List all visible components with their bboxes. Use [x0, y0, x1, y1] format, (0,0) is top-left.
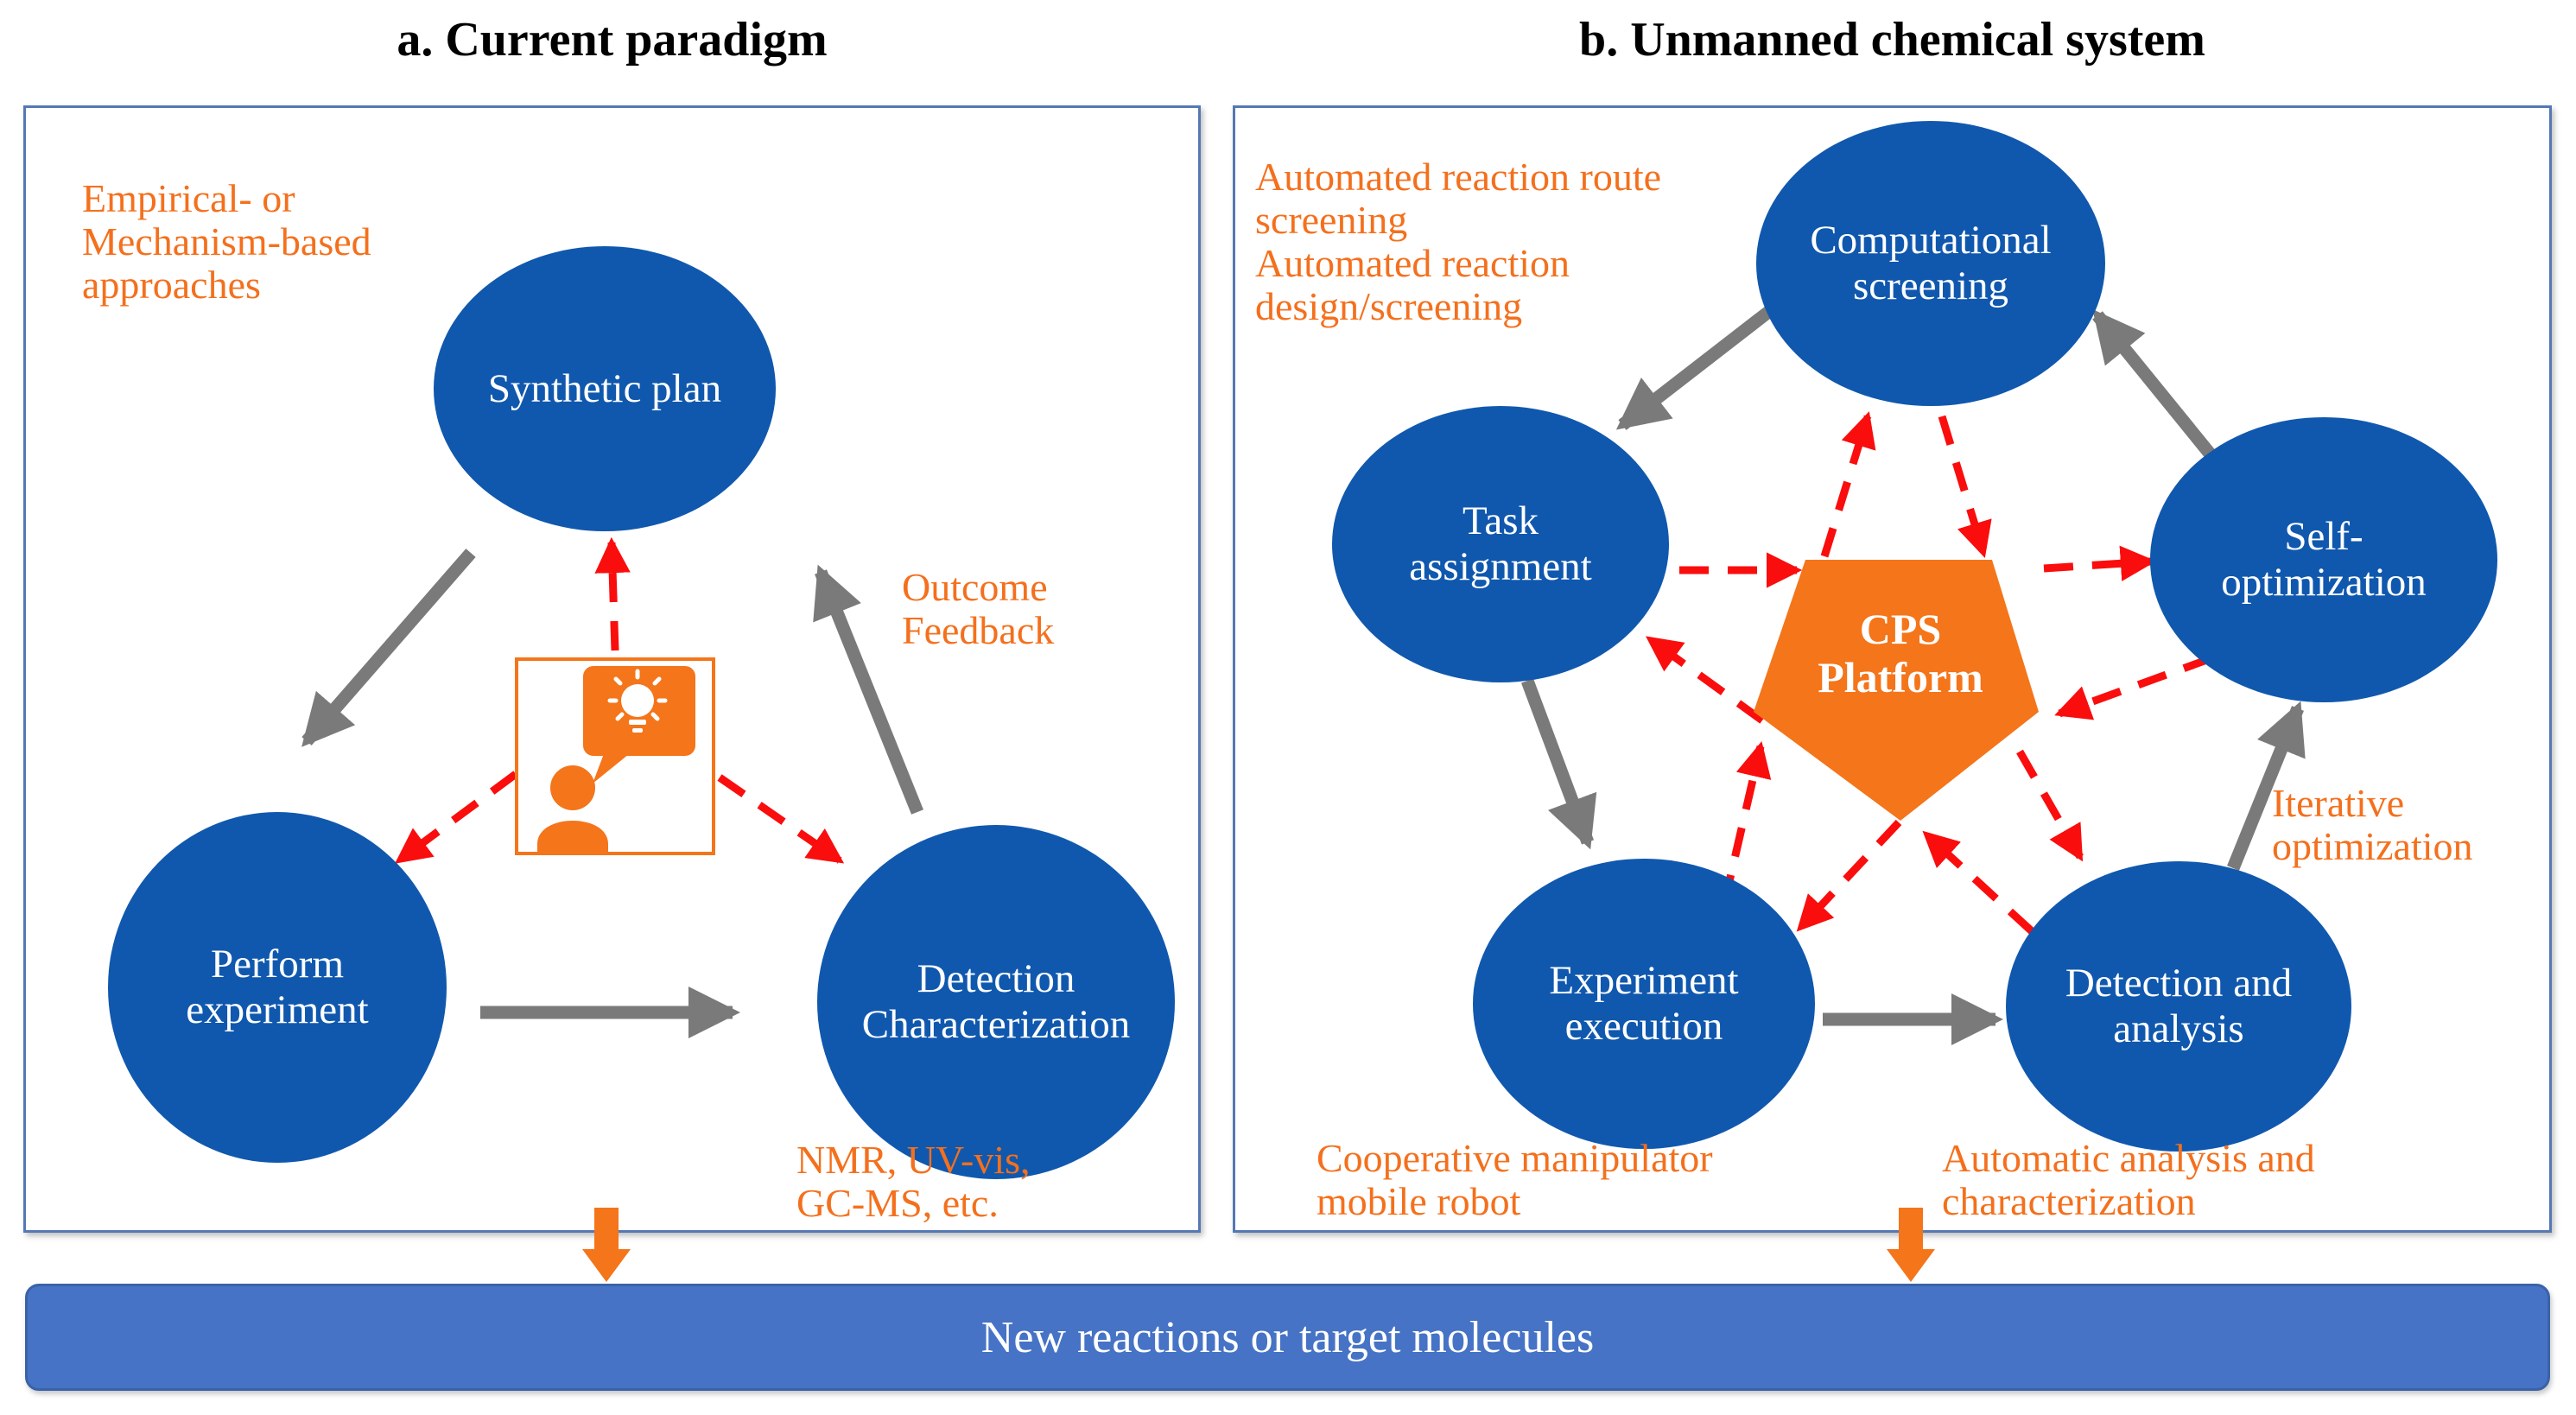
annotation-approaches-line-2: Mechanism-based	[82, 219, 371, 264]
dashed-arrow-detection-analysis-to-cps	[1922, 830, 2035, 935]
node-experiment-execution-label-2: execution	[1564, 1004, 1723, 1049]
annotation-iterative-line-1: Iterative	[2272, 781, 2405, 825]
panel-b-down-arrow-icon	[1887, 1208, 1935, 1282]
node-detection-characterization-label-1: Detection	[917, 956, 1075, 1002]
panel-b-title: b. Unmanned chemical system	[1579, 13, 2205, 67]
annotation-approaches: Empirical- or Mechanism-based approaches	[82, 176, 371, 308]
annotation-outcome-line-2: Feedback	[902, 608, 1055, 653]
arrow-synthetic-to-perform	[301, 549, 476, 747]
arrow-detection-analysis-to-self-optimization	[2227, 701, 2306, 871]
dashed-arrow-cps-to-experiment	[1796, 819, 1902, 932]
dashed-arrow-human-to-perform-experiment	[395, 771, 518, 864]
annotation-iterative-optimization: Iterative optimization	[2272, 781, 2473, 869]
dashed-arrow-self-optimization-to-cps	[2054, 654, 2213, 720]
node-detection-analysis: Detection and analysis	[2006, 861, 2351, 1152]
node-self-optimization: Self- optimization	[2150, 417, 2497, 702]
human-idea-icon-art	[537, 666, 695, 852]
node-synthetic-plan: Synthetic plan	[434, 246, 776, 531]
node-perform-experiment-label-2: experiment	[186, 987, 369, 1032]
node-self-optimization-label-1: Self-	[2284, 514, 2363, 560]
footer-bar: New reactions or target molecules	[25, 1284, 2550, 1391]
dashed-arrow-cps-to-self-optimization	[2043, 545, 2157, 581]
annotation-automatic-line-1: Automatic analysis and	[1942, 1136, 2315, 1180]
annotation-instruments-line-1: NMR, UV-vis,	[796, 1138, 1031, 1182]
annotation-automated-line-3: Automated reaction	[1255, 241, 1570, 286]
cps-platform-label-1: CPS	[1859, 605, 1942, 653]
node-perform-experiment-label-1: Perform	[210, 942, 344, 987]
node-detection-characterization: Detection Characterization	[817, 825, 1175, 1179]
annotation-cooperative-robot: Cooperative manipulator mobile robot	[1317, 1136, 1713, 1224]
node-self-optimization-label-2: optimization	[2221, 560, 2427, 605]
node-perform-experiment: Perform experiment	[108, 812, 447, 1163]
annotation-cooperative-line-1: Cooperative manipulator	[1317, 1136, 1713, 1180]
person-icon	[537, 765, 608, 852]
cps-platform-label: CPS Platform	[1771, 605, 2030, 701]
node-computational-screening-label-1: Computational	[1810, 218, 2052, 263]
annotation-iterative-line-2: optimization	[2272, 824, 2473, 869]
panel-a-dashed-arrows	[395, 536, 845, 864]
arrow-self-optimization-to-computational	[2092, 309, 2215, 458]
dashed-arrow-cps-to-task	[1645, 636, 1765, 724]
cps-platform-label-2: Platform	[1818, 653, 1983, 701]
annotation-cooperative-line-2: mobile robot	[1317, 1179, 1521, 1224]
node-experiment-execution-label-1: Experiment	[1549, 958, 1739, 1004]
panel-a-title: a. Current paradigm	[397, 13, 828, 67]
dashed-arrow-computational-to-cps	[1938, 415, 1992, 558]
node-task-assignment: Task assignment	[1332, 406, 1669, 682]
annotation-automated-line-1: Automated reaction route	[1255, 155, 1662, 199]
dashed-arrow-cps-to-computational	[1820, 411, 1876, 558]
annotation-automated-line-2: screening	[1255, 198, 1408, 243]
annotation-instruments-line-2: GC-MS, etc.	[796, 1181, 999, 1226]
arrow-computational-to-task	[1615, 301, 1780, 430]
node-detection-analysis-label-2: analysis	[2113, 1006, 2244, 1051]
annotation-instruments: NMR, UV-vis, GC-MS, etc.	[796, 1138, 1031, 1226]
panel-a-grey-arrows	[301, 549, 923, 1038]
node-detection-characterization-label-2: Characterization	[861, 1002, 1131, 1047]
node-computational-screening: Computational screening	[1756, 121, 2105, 406]
panel-a-down-arrow-icon	[582, 1208, 631, 1282]
annotation-outcome-line-1: Outcome	[902, 565, 1048, 609]
node-synthetic-plan-label: Synthetic plan	[487, 365, 722, 411]
arrow-detection-to-synthetic	[813, 564, 923, 815]
annotation-automatic-analysis: Automatic analysis and characterization	[1942, 1136, 2315, 1224]
node-task-assignment-label-2: assignment	[1409, 544, 1592, 589]
annotation-approaches-line-1: Empirical- or	[82, 176, 295, 220]
cps-platform-pentagon	[1754, 560, 2039, 821]
lightbulb-icon	[607, 669, 668, 733]
annotation-approaches-line-3: approaches	[82, 263, 261, 308]
dashed-arrow-human-to-synthetic-plan	[594, 536, 631, 651]
node-detection-analysis-label-1: Detection and	[2065, 961, 2293, 1006]
annotation-automatic-line-2: characterization	[1942, 1179, 2196, 1224]
annotation-automated-line-4: design/screening	[1255, 284, 1523, 329]
dashed-arrow-human-to-detection	[717, 774, 845, 864]
node-task-assignment-label-1: Task	[1462, 498, 1539, 544]
dashed-arrow-experiment-to-cps	[1720, 740, 1772, 905]
annotation-automated-screening: Automated reaction route screening Autom…	[1255, 155, 1661, 329]
panel-b-dashed-arrows	[1645, 411, 2213, 935]
arrow-task-to-experiment	[1520, 678, 1597, 850]
annotation-outcome-feedback: Outcome Feedback	[902, 565, 1055, 653]
dashed-arrow-cps-to-detection-analysis	[2016, 749, 2084, 862]
node-experiment-execution: Experiment execution	[1473, 859, 1815, 1149]
panel-b-grey-arrows	[1520, 301, 2306, 1045]
footer-label: New reactions or target molecules	[980, 1312, 1595, 1362]
human-idea-icon	[515, 657, 715, 855]
node-computational-screening-label-2: screening	[1852, 263, 2009, 308]
